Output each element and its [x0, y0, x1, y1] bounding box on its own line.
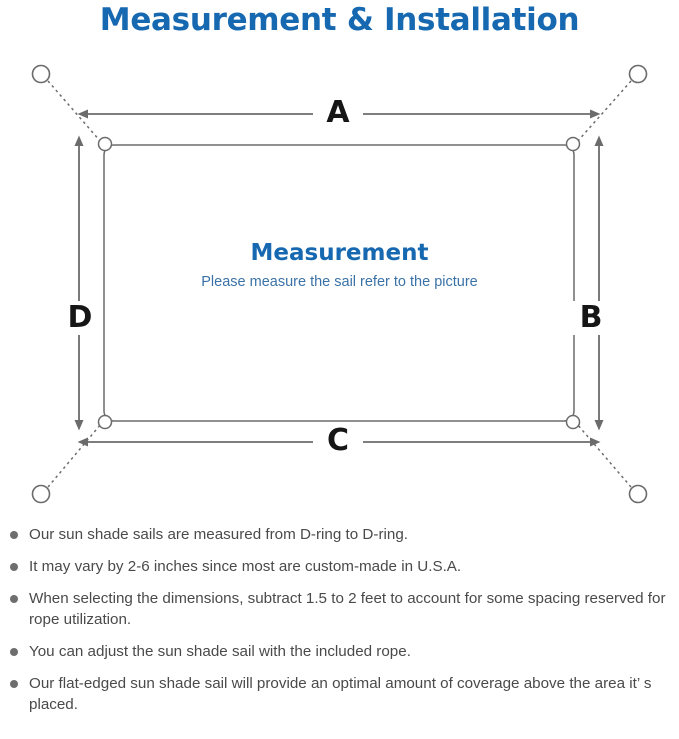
list-item-text: When selecting the dimensions, subtract … — [29, 590, 666, 628]
bullet-icon — [10, 648, 18, 656]
bullet-icon — [10, 531, 18, 539]
list-item-text: Our sun shade sails are measured from D-… — [29, 526, 408, 543]
anchor-circle-icon-top-right — [628, 64, 648, 84]
dimension-label-c: C — [313, 424, 363, 458]
d-ring-icon-top-left — [97, 136, 113, 152]
list-item: You can adjust the sun shade sail with t… — [0, 641, 679, 662]
anchor-circle-icon-group — [31, 64, 648, 504]
d-ring-icon-bottom-right — [565, 414, 581, 430]
dotted-rope-bottom-right — [576, 423, 632, 488]
dimension-label-d: D — [62, 301, 98, 335]
bullet-icon — [10, 563, 18, 571]
bullet-icon — [10, 680, 18, 688]
list-item: Our flat-edged sun shade sail will provi… — [0, 673, 679, 715]
d-ring-icon-group — [97, 136, 581, 430]
notes-list: Our sun shade sails are measured from D-… — [0, 524, 679, 726]
list-item-text: It may vary by 2-6 inches since most are… — [29, 558, 462, 575]
dimension-label-a: A — [313, 96, 363, 130]
anchor-circle-icon-bottom-left — [31, 484, 51, 504]
dotted-rope-top-left — [47, 80, 102, 143]
dotted-rope-bottom-left — [47, 423, 102, 488]
list-item-text: You can adjust the sun shade sail with t… — [29, 643, 411, 660]
list-item: It may vary by 2-6 inches since most are… — [0, 556, 679, 577]
list-item: When selecting the dimensions, subtract … — [0, 588, 679, 630]
page-title: Measurement & Installation — [99, 2, 580, 38]
dotted-rope-line-group — [47, 80, 632, 488]
anchor-circle-icon-bottom-right — [628, 484, 648, 504]
list-item-text: Our flat-edged sun shade sail will provi… — [29, 675, 652, 713]
bullet-icon — [10, 595, 18, 603]
dimension-label-b: B — [573, 301, 609, 335]
anchor-circle-icon-top-left — [31, 64, 51, 84]
d-ring-icon-top-right — [565, 136, 581, 152]
dotted-rope-top-right — [576, 80, 632, 143]
sail-shape — [103, 144, 575, 422]
d-ring-icon-bottom-left — [97, 414, 113, 430]
list-item: Our sun shade sails are measured from D-… — [0, 524, 679, 545]
measurement-diagram: Measurement Please measure the sail refe… — [0, 46, 679, 516]
